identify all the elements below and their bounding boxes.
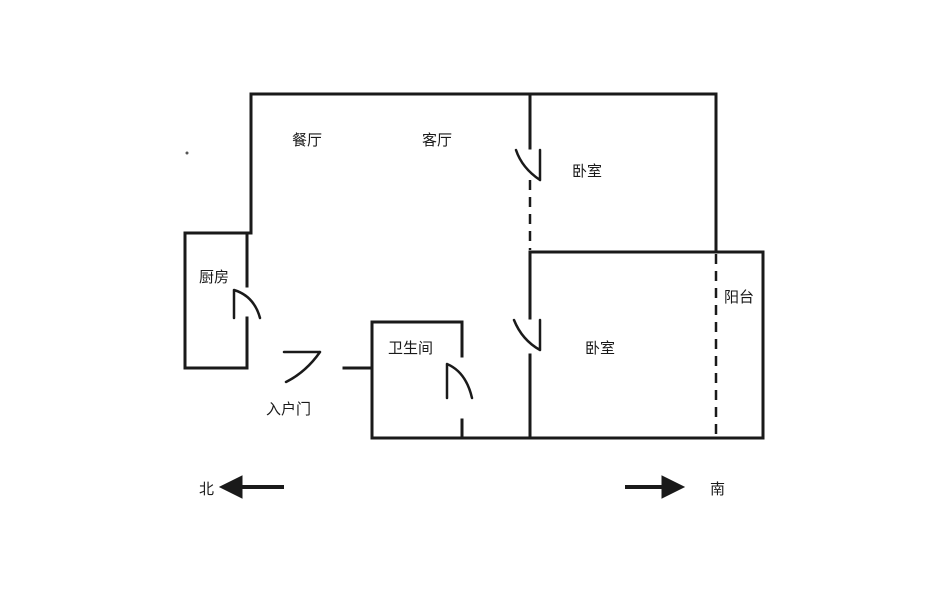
door-bathroom <box>445 362 474 400</box>
label-south: 南 <box>710 480 725 498</box>
label-dining: 餐厅 <box>292 131 322 149</box>
label-kitchen: 厨房 <box>199 268 229 286</box>
door-kitchen <box>232 288 262 320</box>
stray-dot <box>185 151 189 155</box>
walls <box>183 92 765 440</box>
doors <box>232 148 542 400</box>
wall-bedroom-divider <box>528 250 765 440</box>
door-bedroom-south <box>512 318 542 352</box>
wall-kitchen <box>183 231 253 370</box>
label-bedroom-north: 卧室 <box>572 162 602 180</box>
arrow-right-icon <box>625 475 686 499</box>
label-bedroom-south: 卧室 <box>585 339 615 357</box>
door-entrance <box>282 350 322 384</box>
label-balcony: 阳台 <box>724 288 754 306</box>
label-living: 客厅 <box>422 131 452 149</box>
wall-top <box>249 92 718 254</box>
arrow-left-icon <box>218 475 284 499</box>
door-bedroom-north <box>514 148 542 182</box>
wall-bathroom <box>370 320 464 440</box>
label-north: 北 <box>199 480 214 498</box>
compass: 北 南 <box>199 475 725 499</box>
room-labels: 餐厅 客厅 卧室 厨房 阳台 卫生间 卧室 入户门 <box>199 131 754 418</box>
label-bathroom: 卫生间 <box>388 339 433 357</box>
label-entrance: 入户门 <box>266 400 311 418</box>
